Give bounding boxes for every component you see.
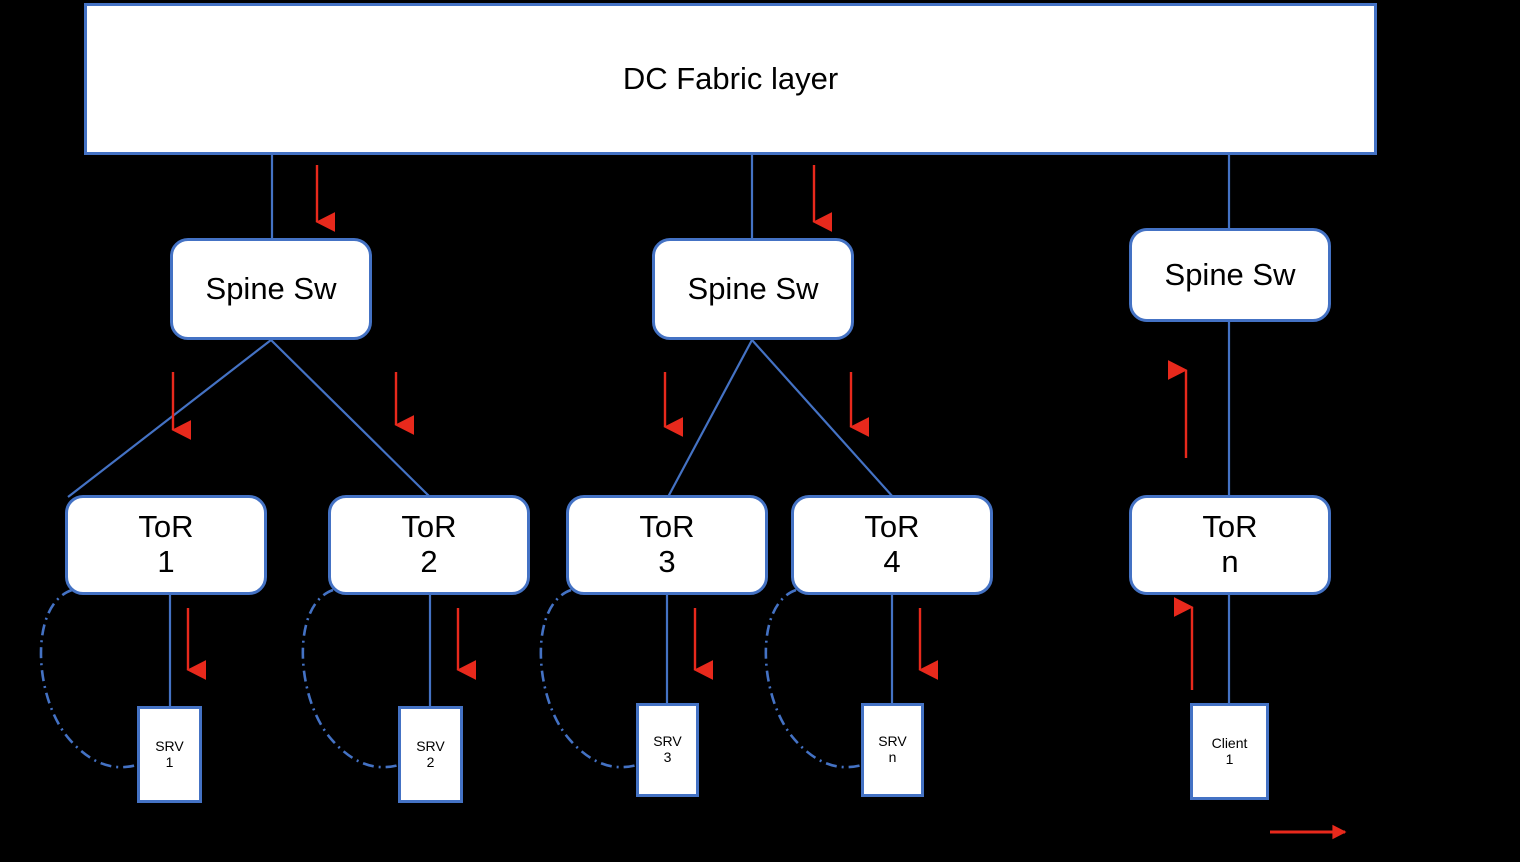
srv-2-label: SRV	[416, 737, 445, 754]
tor-1-label: ToR	[138, 509, 194, 545]
tor-4-index: 4	[883, 544, 901, 579]
spine-sw-1[interactable]: Spine Sw	[170, 238, 372, 340]
link-spine-1-to-tor-1	[67, 339, 272, 498]
srv-3-index: 3	[663, 749, 672, 765]
link-spine-1-to-tor-2	[270, 339, 431, 498]
srv-n-label: SRV	[878, 733, 907, 750]
dc-fabric-layer-box[interactable]: DC Fabric layer	[84, 3, 1377, 155]
spine-sw-2-label: Spine Sw	[687, 270, 819, 306]
tor-4-label: ToR	[864, 509, 920, 545]
loopback-tor-3-srv-3	[539, 588, 638, 769]
loopback-tor-1-srv-1	[39, 588, 138, 769]
spine-sw-1-label: Spine Sw	[205, 270, 337, 306]
tor-n-index: n	[1221, 544, 1239, 579]
srv-1-label: SRV	[155, 737, 184, 754]
srv-1-index: 1	[165, 753, 174, 770]
loopback-tor-2-srv-2	[301, 588, 400, 769]
dc-fabric-layer-label: DC Fabric layer	[622, 60, 839, 96]
spine-sw-n[interactable]: Spine Sw	[1129, 228, 1331, 322]
tor-3-index: 3	[658, 544, 676, 579]
tor-n-label: ToR	[1202, 509, 1258, 545]
srv-n-index: n	[888, 749, 897, 765]
spine-sw-n-label: Spine Sw	[1164, 256, 1296, 292]
srv-2-index: 2	[426, 753, 435, 770]
srv-3-label: SRV	[653, 733, 682, 750]
client-1-index: 1	[1225, 750, 1234, 767]
link-spine-2-to-tor-4	[751, 339, 894, 498]
tor-2-label: ToR	[401, 509, 457, 545]
tor-3-label: ToR	[639, 509, 695, 545]
link-spine-2-to-tor-3	[667, 339, 753, 498]
client-1-label: Client	[1211, 734, 1248, 751]
tor-2-index: 2	[420, 544, 438, 579]
tor-1-index: 1	[157, 544, 175, 579]
spine-sw-2[interactable]: Spine Sw	[652, 238, 854, 340]
loopback-tor-4-srv-n	[764, 588, 863, 769]
